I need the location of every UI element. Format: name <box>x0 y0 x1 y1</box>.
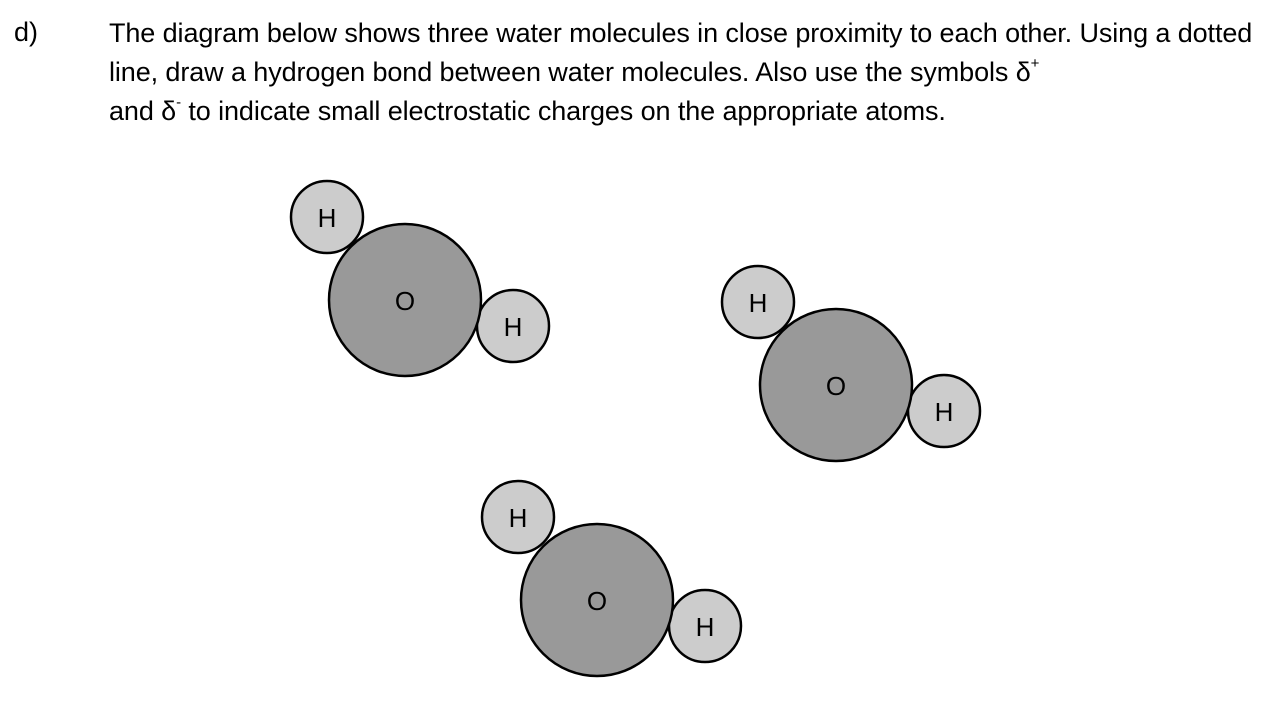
hydrogen-label: H <box>935 397 954 427</box>
hydrogen-label: H <box>504 312 523 342</box>
oxygen-label: O <box>826 371 846 401</box>
water-molecule-2: H H O <box>720 264 982 463</box>
oxygen-atom: O <box>758 307 914 463</box>
hydrogen-atom: H <box>906 373 982 449</box>
oxygen-atom: O <box>327 222 483 378</box>
hydrogen-atom: H <box>475 288 551 364</box>
hydrogen-label: H <box>318 203 337 233</box>
delta-minus-superscript: - <box>176 94 181 111</box>
hydrogen-atom: H <box>667 588 743 664</box>
oxygen-label: O <box>395 286 415 316</box>
question-text-part-2: and δ <box>109 96 177 126</box>
hydrogen-label: H <box>749 288 768 318</box>
delta-plus-superscript: + <box>1030 55 1040 72</box>
hydrogen-label: H <box>509 503 528 533</box>
question-text-part-1: The diagram below shows three water mole… <box>109 18 1253 87</box>
hydrogen-label: H <box>696 612 715 642</box>
hydrogen-atom: H <box>720 264 796 340</box>
oxygen-atom: O <box>519 522 675 678</box>
oxygen-label: O <box>587 586 607 616</box>
water-molecule-1: H H O <box>289 179 551 378</box>
part-label: d) <box>14 17 39 47</box>
question-text: The diagram below shows three water mole… <box>109 14 1259 131</box>
hydrogen-atom: H <box>289 179 365 255</box>
hydrogen-atom: H <box>480 479 556 555</box>
water-molecule-3: H H O <box>480 479 743 678</box>
question-text-part-3: to indicate small electrostatic charges … <box>181 96 946 126</box>
